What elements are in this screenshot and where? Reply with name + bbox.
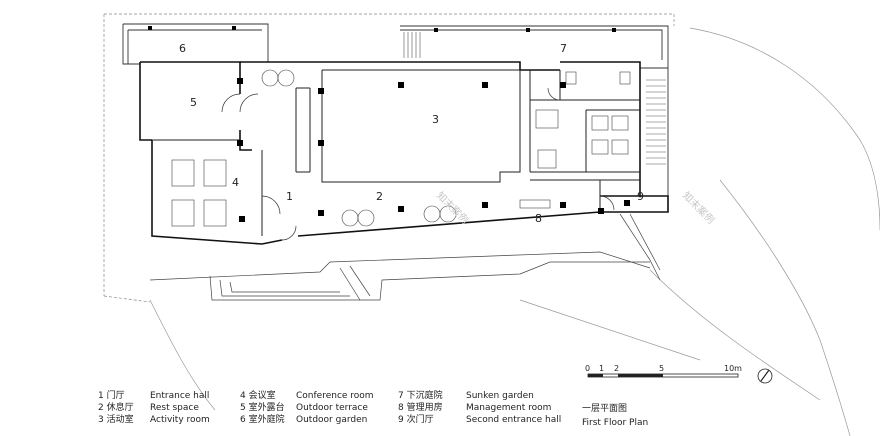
room-label-1: 1: [286, 190, 293, 203]
scale-bar: 0 1 2 5 10m: [585, 364, 742, 378]
room-labels: 1 2 3 4 5 6 7 8 9: [179, 42, 644, 225]
legend-item: 2 休息厅 Rest space: [98, 403, 199, 413]
sunken-garden-outline: [400, 25, 669, 196]
terrain-steps: [149, 213, 661, 301]
watermarks: 知末案例 知末案例: [434, 189, 717, 226]
scale-tick-label: 1: [599, 364, 604, 373]
staircases: [403, 32, 666, 165]
watermark-text: 知末案例: [680, 189, 717, 226]
legend-item: 6 室外庭院 Outdoor garden: [240, 415, 368, 425]
legend-item: 8 管理用房 Management room: [398, 403, 552, 413]
room-label-9: 9: [637, 190, 644, 203]
plan-title: 一层平面图 First Floor Plan: [582, 402, 648, 430]
legend-item: 3 活动室 Activity room: [98, 415, 210, 425]
plan-title-en: First Floor Plan: [582, 418, 649, 428]
north-arrow-icon: [757, 368, 773, 384]
room-label-7: 7: [560, 42, 567, 55]
interior-walls: [152, 69, 640, 236]
columns: [148, 26, 630, 222]
room-label-3: 3: [432, 113, 439, 126]
room-label-6: 6: [179, 42, 186, 55]
legend: 1 门厅 Entrance hall 2 休息厅 Rest space 3 活动…: [98, 390, 562, 430]
legend-item: 5 室外露台 Outdoor terrace: [240, 403, 368, 413]
legend-item: 1 门厅 Entrance hall: [98, 391, 210, 401]
plan-title-zh: 一层平面图: [582, 404, 628, 414]
site-contours: [149, 27, 880, 436]
room-label-8: 8: [535, 212, 542, 225]
building-walls: [139, 61, 669, 245]
room-label-5: 5: [190, 96, 197, 109]
scale-tick-label: 5: [659, 364, 664, 373]
scale-tick-label: 2: [614, 364, 619, 373]
scale-tick-label: 0: [585, 364, 590, 373]
doors: [221, 87, 615, 241]
scale-tick-label: 10m: [724, 364, 742, 373]
room-label-4: 4: [232, 176, 239, 189]
site-boundary: [103, 13, 675, 303]
legend-item: 9 次门厅 Second entrance hall: [398, 415, 562, 425]
legend-item: 7 下沉庭院 Sunken garden: [398, 391, 534, 401]
furniture: [171, 69, 631, 227]
legend-item: 4 会议室 Conference room: [240, 391, 374, 401]
garden-outline: [122, 23, 269, 65]
room-label-2: 2: [376, 190, 383, 203]
